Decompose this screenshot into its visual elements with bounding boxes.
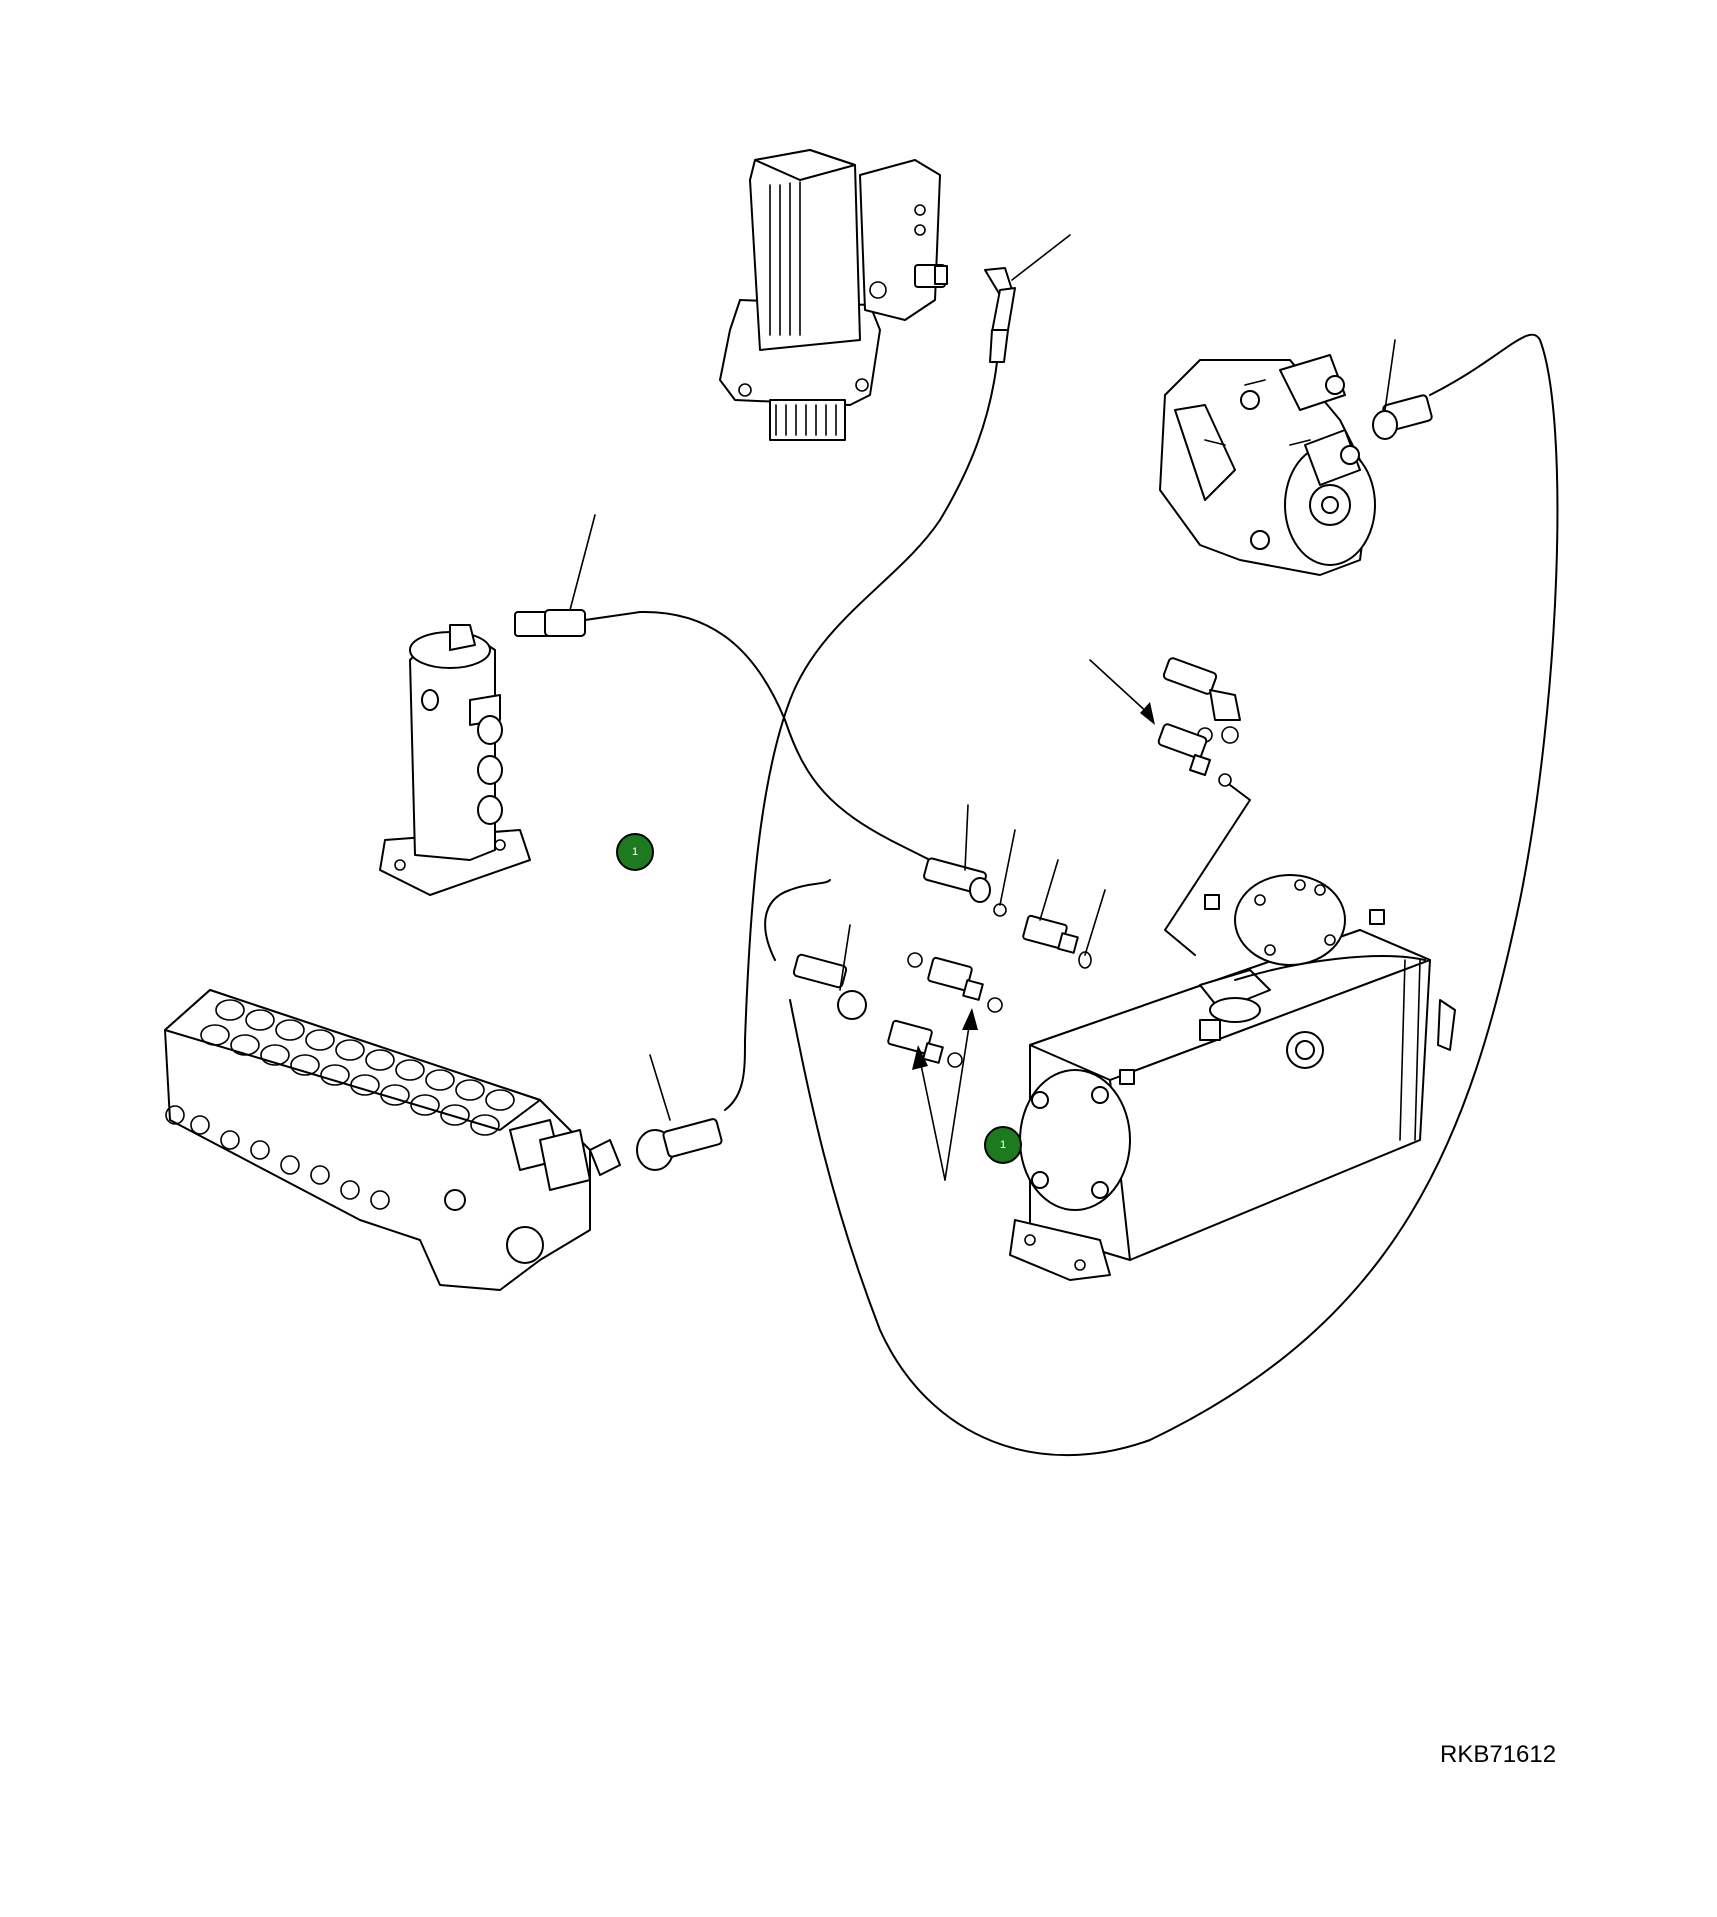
hose-fitting-icon (984, 234, 1071, 363)
hydraulic-tank-icon (1009, 874, 1456, 1281)
hose-fitting-icon (1089, 657, 1241, 787)
hose-fitting-icon (1022, 859, 1106, 969)
hose-fitting-icon (923, 804, 1016, 917)
hose-fitting-icon (792, 924, 867, 1020)
hose-fitting-icon (514, 514, 596, 637)
callout-marker[interactable]: 1 (616, 833, 654, 871)
control-valve-icon (164, 989, 621, 1291)
hose-fitting-icon (907, 952, 1003, 1013)
callout-circle (616, 833, 654, 871)
drawing-code: RKB71612 (1440, 1741, 1556, 1768)
hose-fitting-icon (1372, 339, 1433, 440)
callout-marker[interactable]: 1 (984, 1126, 1022, 1164)
swing-motor-icon (719, 149, 948, 441)
hydraulic-pump-icon (1159, 354, 1376, 576)
swivel-joint-icon (379, 624, 531, 896)
callout-circle (984, 1126, 1022, 1164)
hose-fitting-icon (636, 1054, 723, 1171)
hose-fitting-icon (887, 1019, 963, 1068)
callout-label: 1 (632, 846, 638, 858)
callout-label: 1 (1000, 1139, 1006, 1151)
